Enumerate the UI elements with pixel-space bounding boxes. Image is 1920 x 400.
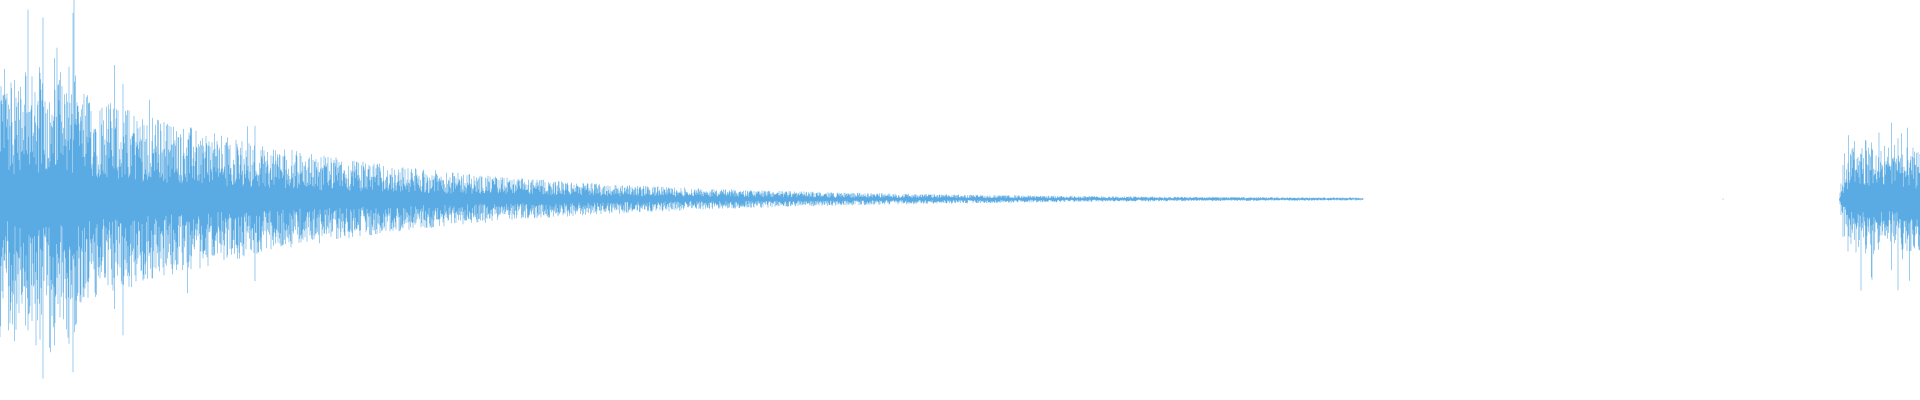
waveform-trace	[0, 0, 1920, 379]
